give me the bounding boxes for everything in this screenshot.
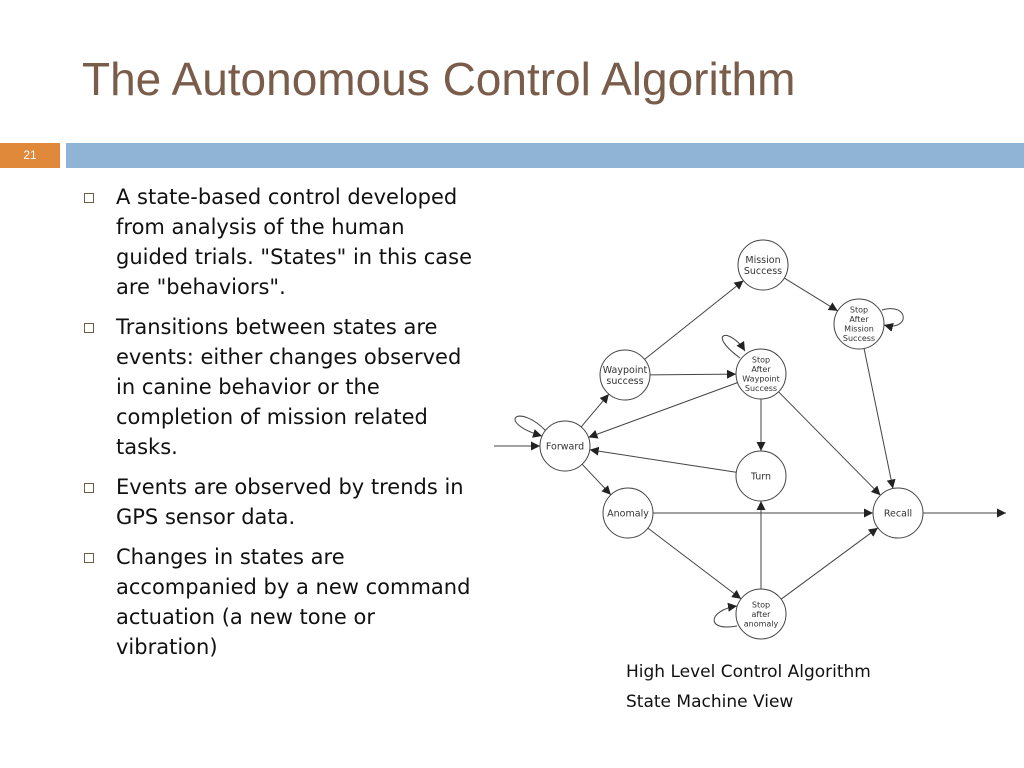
state-label: Waypoint <box>742 375 779 384</box>
state-label: Stop <box>752 600 770 609</box>
state-node-turn: Turn <box>735 450 787 502</box>
caption-line-2: State Machine View <box>626 692 794 712</box>
transition-arrow <box>589 446 737 473</box>
caption-line-1: High Level Control Algorithm <box>626 662 871 682</box>
bullet-item: Transitions between states are events: e… <box>78 312 473 462</box>
state-circle <box>735 450 787 502</box>
state-circle <box>599 349 651 401</box>
transition-arrow <box>780 527 879 600</box>
bullet-text: Transitions between states are events: e… <box>116 315 462 459</box>
state-label: after <box>752 610 772 619</box>
square-bullet-icon <box>84 323 94 333</box>
state-node-anomaly: Anomaly <box>602 487 654 539</box>
transition-edges <box>494 277 1006 628</box>
square-bullet-icon <box>84 193 94 203</box>
diagram-caption: High Level Control Algorithm State Machi… <box>626 657 871 717</box>
state-circle <box>735 588 787 640</box>
state-node-forward: Forward <box>539 420 591 472</box>
square-bullet-icon <box>84 483 94 493</box>
transition-arrow <box>644 280 744 360</box>
state-label: Mission <box>745 255 780 266</box>
self-loop-arrow <box>713 602 738 628</box>
transition-arrow <box>581 463 612 496</box>
state-circle <box>872 487 924 539</box>
state-label: After <box>849 315 869 324</box>
state-label: Success <box>745 384 777 393</box>
bullet-item: Events are observed by trends in GPS sen… <box>78 472 473 532</box>
slide-number-bar <box>0 143 60 168</box>
transition-arrow <box>647 527 742 600</box>
state-label: Mission <box>844 325 874 334</box>
bullet-text: Changes in states are accompanied by a n… <box>116 545 471 659</box>
state-label: Forward <box>546 441 584 452</box>
state-circle <box>833 298 885 350</box>
state-label: Recall <box>884 508 912 519</box>
transition-arrow <box>778 391 881 496</box>
state-label: Anomaly <box>607 508 649 519</box>
transition-arrow <box>649 369 737 379</box>
slide-number: 21 <box>23 148 37 162</box>
self-loop-arrow <box>721 335 746 359</box>
self-loop-arrow <box>514 415 547 438</box>
self-loop-arrow <box>881 308 904 332</box>
state-label: After <box>751 365 771 374</box>
transition-arrow <box>580 393 610 428</box>
state-label: Success <box>843 334 875 343</box>
bullet-list: A state-based control developed from ana… <box>78 182 473 672</box>
state-label: Waypoint <box>603 365 648 376</box>
bullet-text: Events are observed by trends in GPS sen… <box>116 475 464 529</box>
state-label: Turn <box>750 471 771 482</box>
state-circle <box>735 348 787 400</box>
bullet-text: A state-based control developed from ana… <box>116 185 473 299</box>
slide-title: The Autonomous Control Algorithm <box>82 53 796 105</box>
state-machine-diagram: ForwardWaypointsuccessMissionSuccessStop… <box>494 239 1006 640</box>
state-node-recall: Recall <box>872 487 924 539</box>
state-label: Stop <box>752 356 770 365</box>
transition-arrow <box>784 277 838 312</box>
state-nodes: ForwardWaypointsuccessMissionSuccessStop… <box>539 239 924 640</box>
title-divider-bar <box>66 143 1024 168</box>
state-label: Stop <box>850 306 868 315</box>
state-label: Success <box>744 266 782 277</box>
state-circle <box>539 420 591 472</box>
state-circle <box>737 239 789 291</box>
bullet-item: Changes in states are accompanied by a n… <box>78 542 473 662</box>
state-label: success <box>606 376 643 387</box>
transition-arrow <box>863 348 896 489</box>
state-label: anomaly <box>744 619 779 628</box>
bullet-item: A state-based control developed from ana… <box>78 182 473 302</box>
state-circle <box>602 487 654 539</box>
square-bullet-icon <box>84 553 94 563</box>
transition-arrow <box>588 382 738 439</box>
